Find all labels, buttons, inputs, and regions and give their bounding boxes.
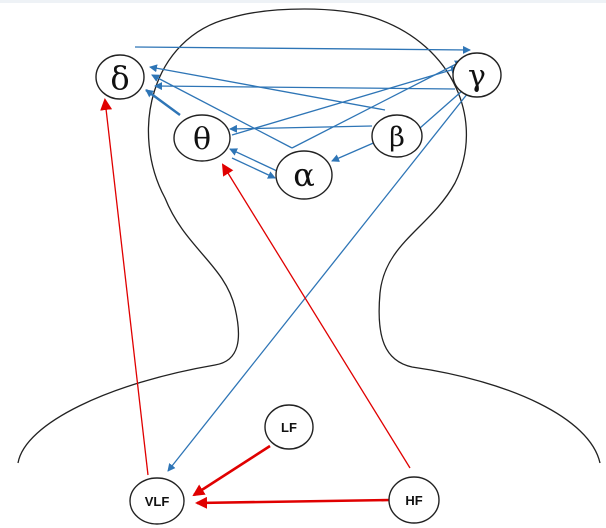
node-gamma: γ xyxy=(452,52,502,98)
arrow-alpha-to-theta xyxy=(229,148,278,172)
node-lf-label: LF xyxy=(281,420,297,435)
node-lf: LF xyxy=(264,404,314,450)
node-vlf: VLF xyxy=(129,477,185,525)
node-delta: δ xyxy=(95,54,145,100)
node-hf: HF xyxy=(388,476,440,524)
heart-arrows xyxy=(100,98,411,509)
brain-arrows xyxy=(134,45,471,472)
arrow-vlf-to-delta xyxy=(100,98,149,476)
arrow-gamma-to-delta-lower xyxy=(154,82,456,91)
head-body-outline xyxy=(17,8,601,464)
arrow-gamma-to-vlf xyxy=(167,92,469,472)
node-theta-label: θ xyxy=(193,122,211,157)
arrow-theta-to-alpha xyxy=(231,157,276,179)
node-gamma-label: γ xyxy=(468,59,486,94)
arrow-beta-to-theta xyxy=(229,124,373,133)
head-body-diagram: δ γ θ β α LF VLF HF xyxy=(17,8,601,525)
node-theta: θ xyxy=(173,114,231,162)
arrow-gamma-to-beta xyxy=(419,90,463,129)
node-beta-label: β xyxy=(389,122,405,153)
arrow-lf-to-vlf xyxy=(192,444,271,497)
node-hf-label: HF xyxy=(405,493,422,508)
arrow-theta-to-delta xyxy=(145,89,181,116)
arrow-beta-to-delta xyxy=(149,64,386,111)
node-vlf-label: VLF xyxy=(145,494,170,509)
arrow-hf-to-vlf xyxy=(195,496,391,509)
arrow-hf-to-theta xyxy=(221,163,411,469)
arrow-delta-to-gamma xyxy=(134,45,471,54)
arrow-beta-to-alpha xyxy=(331,140,379,162)
node-alpha: α xyxy=(275,150,333,200)
node-alpha-label: α xyxy=(293,156,315,194)
node-delta-label: δ xyxy=(110,59,129,97)
node-beta: β xyxy=(371,114,423,158)
arrow-alpha-to-delta xyxy=(151,74,293,149)
arrow-theta-to-gamma xyxy=(231,66,459,136)
